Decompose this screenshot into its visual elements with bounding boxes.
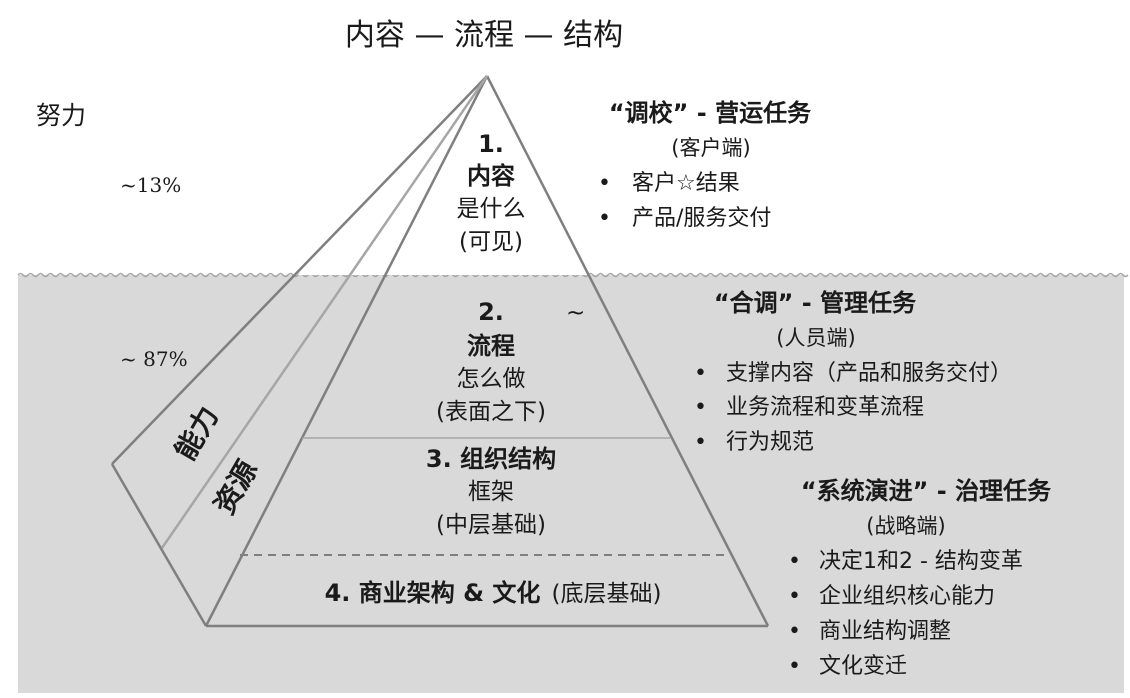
task-1-side: (客户端) bbox=[671, 136, 750, 160]
task-3-bullet-mark: • bbox=[788, 549, 801, 574]
task-3-bullet: 决定1和2 - 结构变革 bbox=[819, 549, 1023, 574]
level-1-desc: 是什么 bbox=[457, 196, 526, 222]
task-3-bullet: 文化变迁 bbox=[819, 654, 907, 679]
wave-mark: ~ bbox=[566, 300, 585, 326]
task-2-bullet: 支撑内容（产品和服务交付） bbox=[726, 361, 1012, 386]
task-1-bullet: 产品/服务交付 bbox=[632, 206, 771, 231]
level-1-note: (可见) bbox=[459, 229, 523, 255]
task-3-bullet-mark: • bbox=[788, 654, 801, 679]
task-3-bullet: 商业结构调整 bbox=[819, 619, 951, 644]
task-1-bullet-mark: • bbox=[598, 206, 611, 231]
level-2-name: 流程 bbox=[467, 332, 515, 360]
underwater-region bbox=[18, 275, 1124, 693]
task-2-heading: “合调” - 管理任务 bbox=[714, 289, 917, 317]
level-3-heading: 3. 组织结构 bbox=[426, 445, 556, 473]
level-3-note: (中层基础) bbox=[436, 512, 546, 538]
level-1-name: 内容 bbox=[467, 162, 515, 190]
level-4-heading: 4. 商业架构 & 文化 (底层基础) bbox=[325, 579, 662, 607]
task-2-bullet-mark: • bbox=[694, 430, 707, 455]
effort-top-percentage: ~13% bbox=[120, 173, 181, 197]
diagram-title: 内容 — 流程 — 结构 bbox=[345, 18, 623, 53]
task-3-heading: “系统演进” - 治理任务 bbox=[801, 477, 1052, 505]
task-2-side: (人员端) bbox=[776, 326, 855, 350]
level-3-desc: 框架 bbox=[468, 479, 514, 505]
pyramid-outline bbox=[110, 75, 770, 628]
pyramid-tip-visible bbox=[420, 76, 586, 275]
task-3-bullet-mark: • bbox=[788, 584, 801, 609]
task-2-bullet: 业务流程和变革流程 bbox=[726, 395, 924, 420]
task-1-heading: “调校” - 营运任务 bbox=[609, 99, 812, 127]
task-1-bullet: 客户☆结果 bbox=[632, 171, 740, 196]
level-2-number: 2. bbox=[478, 298, 504, 326]
level-2-desc: 怎么做 bbox=[457, 366, 526, 392]
level-4-heading-normal: (底层基础) bbox=[551, 581, 661, 607]
task-2-bullet-mark: • bbox=[694, 395, 707, 420]
task-3-bullet-mark: • bbox=[788, 619, 801, 644]
effort-bottom-percentage: ~ 87% bbox=[120, 347, 188, 371]
level-4-heading-bold: 4. 商业架构 & 文化 bbox=[325, 579, 541, 607]
task-2-bullet-mark: • bbox=[694, 361, 707, 386]
task-3-side: (战略端) bbox=[866, 514, 945, 538]
effort-label: 努力 bbox=[36, 101, 86, 130]
task-2-bullet: 行为规范 bbox=[726, 430, 814, 455]
task-1-bullet-mark: • bbox=[598, 171, 611, 196]
level-2-note: (表面之下) bbox=[436, 399, 546, 425]
inner-edge-line bbox=[160, 75, 489, 549]
task-3-bullet: 企业组织核心能力 bbox=[819, 584, 995, 609]
level-1-number: 1. bbox=[478, 130, 504, 158]
